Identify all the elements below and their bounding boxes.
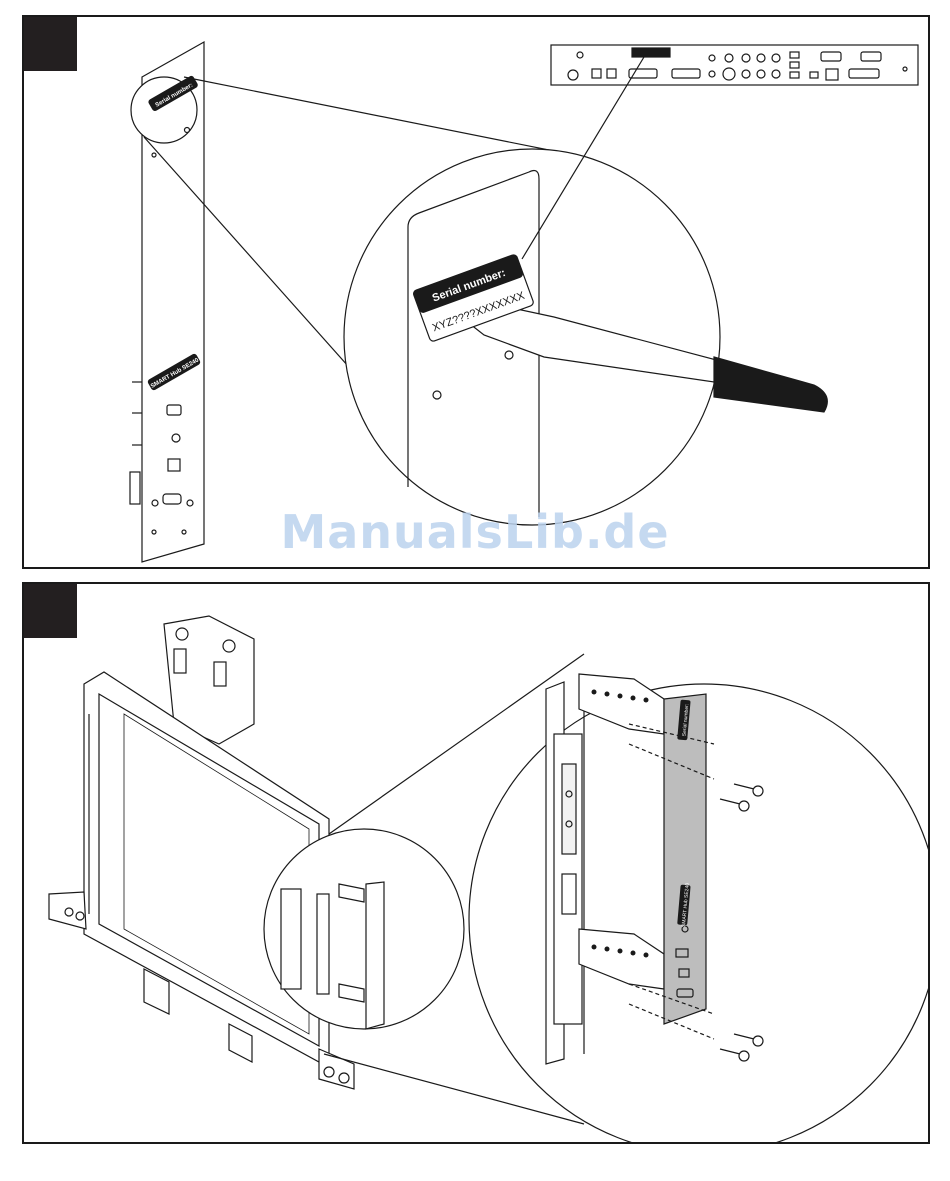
step-1-illustration: Serial number: SMART Hub SE240 Serial nu… xyxy=(24,17,928,567)
step-1-panel: Serial number: SMART Hub SE240 Serial nu… xyxy=(22,15,930,569)
step-2-panel: Serial number: SMART Hub SE240 xyxy=(22,582,930,1144)
rear-connector-panel xyxy=(551,45,918,85)
step-2-illustration: Serial number: SMART Hub SE240 xyxy=(24,584,928,1142)
hub-plate xyxy=(664,694,706,1024)
